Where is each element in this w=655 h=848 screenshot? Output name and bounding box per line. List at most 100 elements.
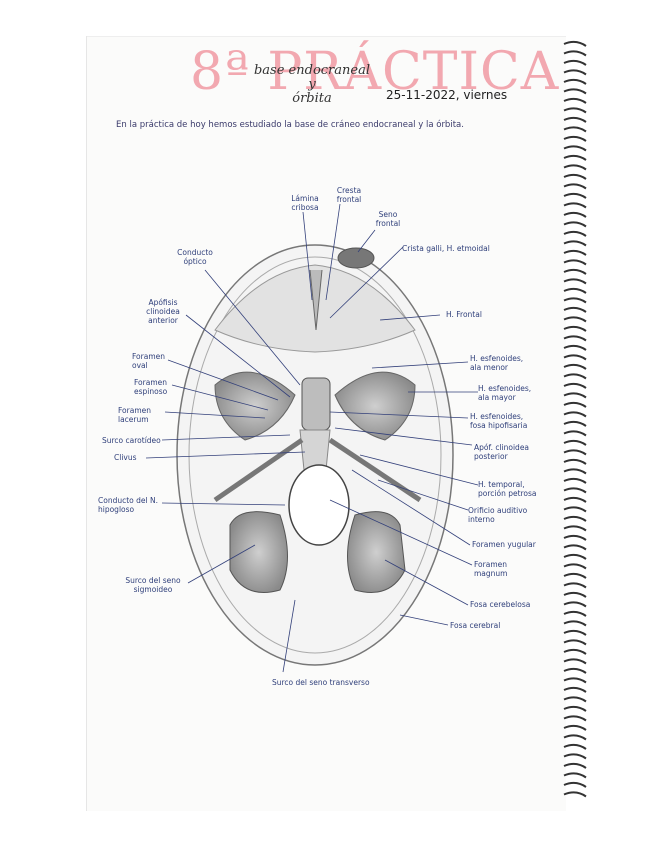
spiral-coil	[563, 107, 587, 114]
label-h-frontal: H. Frontal	[446, 310, 482, 319]
spiral-coil	[563, 154, 587, 161]
spiral-coil	[563, 515, 587, 522]
sella-turcica	[301, 377, 331, 431]
page-title: 8ª PRÁCTICA	[190, 42, 560, 102]
spiral-coil	[563, 164, 587, 171]
spiral-coil	[563, 724, 587, 731]
label-fosa-cerebelosa: Fosa cerebelosa	[470, 600, 531, 609]
middle-fossa-right	[334, 371, 416, 441]
spiral-coil	[563, 648, 587, 655]
label-fosa-cerebral: Fosa cerebral	[450, 621, 501, 630]
spiral-coil	[563, 221, 587, 228]
spiral-coil	[563, 363, 587, 370]
spiral-coil	[563, 306, 587, 313]
spiral-coil	[563, 591, 587, 598]
spiral-coil	[563, 620, 587, 627]
spiral-coil	[563, 40, 587, 47]
spiral-coil	[563, 525, 587, 532]
spiral-coil	[563, 116, 587, 123]
intro-paragraph: En la práctica de hoy hemos estudiado la…	[116, 120, 464, 130]
middle-fossa-left	[214, 371, 296, 441]
spiral-coil	[563, 382, 587, 389]
spiral-coil	[563, 487, 587, 494]
label-h-esfenoides-fosa: H. esfenoides, fosa hipofisaria	[470, 412, 528, 430]
spiral-coil	[563, 477, 587, 484]
spiral-coil	[563, 582, 587, 589]
spiral-coil	[563, 420, 587, 427]
spiral-coil	[563, 563, 587, 570]
spiral-coil	[563, 677, 587, 684]
spiral-coil	[563, 753, 587, 760]
spiral-coil	[563, 354, 587, 361]
label-seno-frontal: Seno frontal	[375, 210, 401, 228]
spiral-coil	[563, 325, 587, 332]
spiral-coil	[563, 762, 587, 769]
spiral-coil	[563, 734, 587, 741]
spiral-coil	[563, 686, 587, 693]
label-lamina-cribosa: Lámina cribosa	[291, 194, 319, 212]
spiral-coil	[563, 249, 587, 256]
posterior-fossa-right	[347, 511, 406, 593]
spiral-coil	[563, 278, 587, 285]
spiral-coil	[563, 658, 587, 665]
label-surco-sigmoideo: Surco del seno sigmoideo	[125, 576, 181, 594]
spiral-coil	[563, 202, 587, 209]
spiral-coil	[563, 449, 587, 456]
spiral-coil	[563, 192, 587, 199]
spiral-coil	[563, 544, 587, 551]
spiral-coil	[563, 211, 587, 218]
spiral-coil	[563, 772, 587, 779]
spiral-coil	[563, 534, 587, 541]
spiral-coil	[563, 553, 587, 560]
label-conducto-optico: Conducto óptico	[177, 248, 213, 266]
spiral-coil	[563, 715, 587, 722]
spiral-coil	[563, 287, 587, 294]
spiral-coil	[563, 297, 587, 304]
spiral-coil	[563, 135, 587, 142]
page-date: 25-11-2022, viernes	[386, 88, 508, 102]
spiral-coil	[563, 496, 587, 503]
spiral-coil	[563, 344, 587, 351]
spiral-coil	[563, 639, 587, 646]
spiral-coil	[563, 97, 587, 104]
spiral-coil	[563, 439, 587, 446]
label-foramen-espinoso: Foramen espinoso	[134, 378, 168, 396]
label-h-esfenoides-mayor: H. esfenoides, ala mayor	[478, 384, 532, 402]
foramen-magnum-shape	[288, 464, 350, 546]
label-apofisis-anterior: Apófisis clinoidea anterior	[146, 298, 180, 325]
spiral-coil	[563, 88, 587, 95]
label-foramen-oval: Foramen oval	[132, 352, 165, 370]
spiral-coil	[563, 506, 587, 513]
label-h-esfenoides-menor: H. esfenoides, ala menor	[470, 354, 524, 372]
spiral-coil	[563, 392, 587, 399]
spiral-coil	[563, 629, 587, 636]
label-apofisis-posterior: Apóf. clinoidea posterior	[474, 443, 530, 461]
label-clivus: Clivus	[114, 453, 137, 462]
label-h-temporal: H. temporal, porción petrosa	[478, 480, 537, 498]
spiral-coil	[563, 145, 587, 152]
label-surco-transverso: Surco del seno transverso	[272, 678, 370, 687]
label-surco-carotideo: Surco carotídeo	[102, 436, 161, 445]
spiral-coil	[563, 69, 587, 76]
spiral-coil	[563, 791, 587, 798]
label-orificio-auditivo: Orificio auditivo interno	[468, 506, 528, 524]
label-cresta-frontal: Cresta frontal	[336, 186, 362, 204]
label-crista-galli: Crista galli, H. etmoidal	[402, 244, 490, 253]
spiral-coil	[563, 335, 587, 342]
spiral-coil	[563, 183, 587, 190]
spiral-coil	[563, 601, 587, 608]
spiral-coil	[563, 173, 587, 180]
label-foramen-lacerum: Foramen lacerum	[118, 406, 151, 424]
spiral-coil	[563, 468, 587, 475]
spiral-coil	[563, 411, 587, 418]
spiral-coil	[563, 572, 587, 579]
spiral-coil	[563, 78, 587, 85]
label-foramen-magnum: Foramen magnum	[474, 560, 508, 578]
spiral-coil	[563, 373, 587, 380]
spiral-coil	[563, 59, 587, 66]
spiral-coil	[563, 268, 587, 275]
spiral-coil	[563, 696, 587, 703]
spiral-coil	[563, 240, 587, 247]
spiral-coil	[563, 705, 587, 712]
spiral-coil	[563, 316, 587, 323]
